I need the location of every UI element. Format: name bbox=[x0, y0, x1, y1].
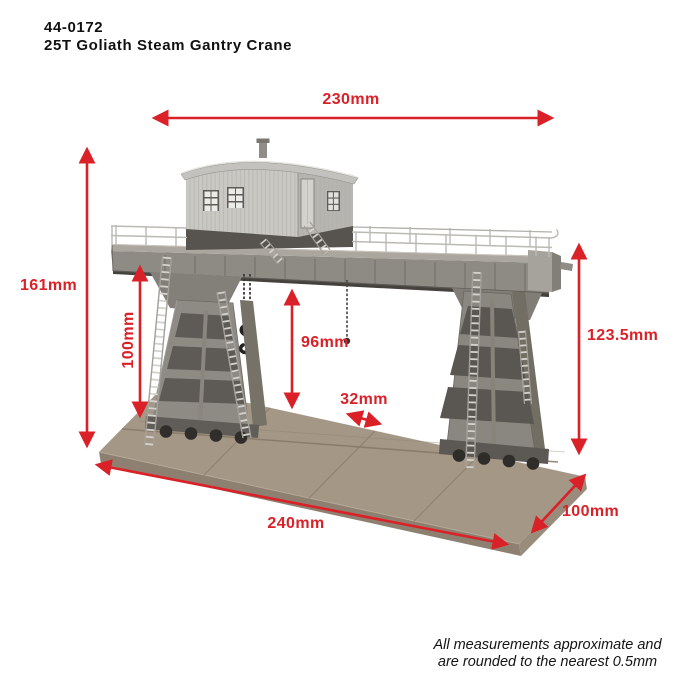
ladder bbox=[465, 271, 482, 469]
header: 44-0172 25T Goliath Steam Gantry Crane bbox=[44, 19, 292, 55]
railing-near bbox=[110, 225, 559, 257]
railing-far bbox=[352, 226, 553, 247]
dim-label-track-gauge: 32mm bbox=[340, 391, 388, 408]
cab-door bbox=[300, 178, 315, 229]
disclaimer-line-1: All measurements approximate and bbox=[433, 637, 662, 653]
cab-chimney bbox=[256, 138, 270, 158]
dim-arrow-base-depth bbox=[530, 473, 587, 534]
ladder bbox=[517, 330, 533, 405]
dim-label-overall-height: 161mm bbox=[20, 277, 78, 294]
dim-arrow-track-gauge bbox=[345, 410, 383, 428]
measurement-disclaimer: All measurements approximate and are rou… bbox=[415, 637, 680, 671]
dim-label-base-depth: 100mm bbox=[562, 503, 620, 520]
dim-label-base-length: 240mm bbox=[267, 515, 325, 532]
dim-arrow-base-length bbox=[94, 459, 510, 550]
right-leg bbox=[439, 290, 549, 470]
cab-window bbox=[203, 190, 219, 211]
dim-label-under-girder-clearance: 96mm bbox=[301, 334, 349, 351]
cab-window bbox=[227, 187, 244, 208]
dim-label-leg-inner-height: 100mm bbox=[120, 311, 137, 369]
ladder bbox=[303, 221, 331, 255]
dim-label-overall-width: 230mm bbox=[322, 91, 380, 108]
product-code: 44-0172 bbox=[44, 19, 104, 36]
dim-label-side-height: 123.5mm bbox=[587, 327, 659, 344]
cab bbox=[180, 138, 359, 250]
cab-window bbox=[327, 191, 340, 211]
cab-roof bbox=[180, 162, 359, 185]
ladder bbox=[216, 291, 252, 439]
disclaimer-line-2: are rounded to the nearest 0.5mm bbox=[437, 654, 658, 670]
product-title: 25T Goliath Steam Gantry Crane bbox=[44, 37, 293, 54]
ladder bbox=[259, 238, 285, 265]
